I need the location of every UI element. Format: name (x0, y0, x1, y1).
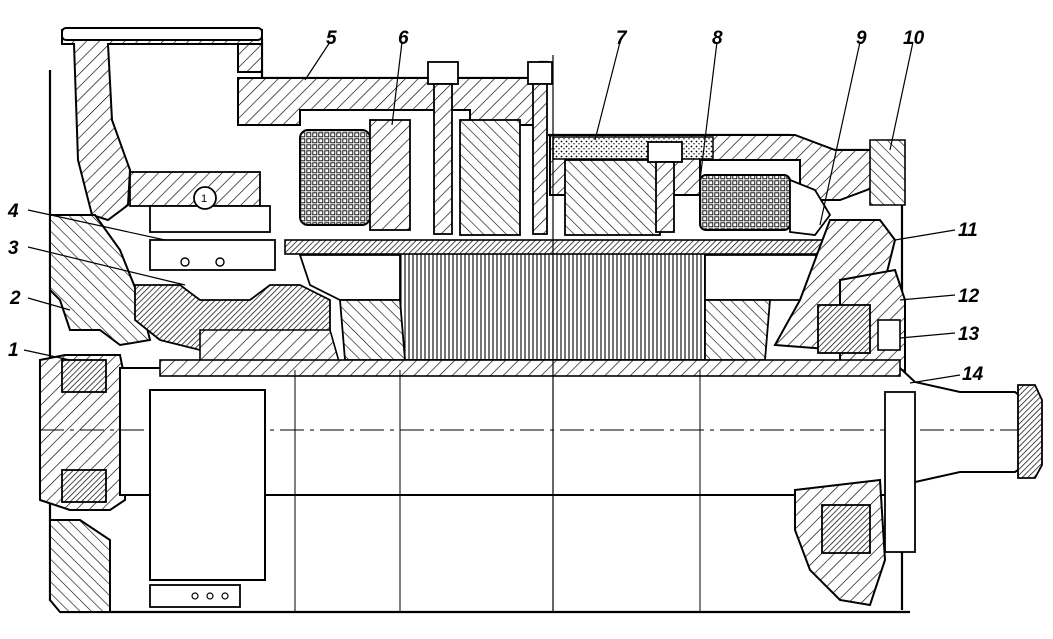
callout-7: 7 (616, 28, 628, 49)
base-hole-2 (206, 592, 214, 600)
callout-14: 14 (962, 364, 984, 385)
callout-9: 9 (856, 28, 867, 49)
right-bearing (817, 304, 871, 354)
bearing-labyrinth (877, 319, 901, 351)
base-hole-3 (221, 592, 229, 600)
lower-brush-holder-base (149, 584, 241, 608)
callout-3: 3 (8, 238, 19, 259)
left-bearing (61, 359, 107, 393)
callout-12: 12 (958, 286, 980, 307)
main-pole-coil (299, 129, 371, 226)
shaft-sleeve (159, 359, 901, 377)
aux-pole-core (564, 159, 661, 236)
callout-6: 6 (398, 28, 409, 49)
brush-holder-marking: 1 (201, 193, 207, 205)
core-ring-right (704, 299, 771, 361)
callout-5: 5 (326, 28, 337, 49)
left-bearing-lower (61, 469, 107, 503)
lower-right-bearing (821, 504, 871, 554)
pole-bolt-left (427, 61, 459, 235)
aux-pole-coil (699, 174, 791, 231)
lower-brush-holder (149, 389, 266, 581)
left-end-shield (49, 214, 152, 347)
terminal-box-lip (61, 27, 263, 41)
shaft-end-nut (1017, 384, 1043, 479)
base-hole-1 (191, 592, 199, 600)
aux-pole-bolt (647, 141, 683, 233)
pole-bolt-right (527, 61, 553, 235)
callout-1: 1 (8, 340, 19, 361)
armature-slot-wedge (284, 239, 846, 255)
callout-2: 2 (9, 288, 21, 309)
leader-lines (23, 41, 961, 384)
main-pole-core (369, 119, 411, 231)
shield-bolt-10 (869, 139, 906, 206)
core-ring-left (339, 299, 406, 361)
callout-4: 4 (7, 201, 19, 222)
frame-casting (237, 39, 541, 126)
left-lower-shield (49, 519, 111, 613)
coupling-flange (884, 391, 916, 553)
brush-holder (129, 171, 276, 271)
winding-overhang (789, 178, 832, 236)
callout-8: 8 (712, 28, 723, 49)
terminal-box (61, 29, 263, 222)
callout-13: 13 (958, 324, 980, 345)
callout-11: 11 (958, 220, 978, 241)
insulation-band (552, 136, 714, 160)
pole-core-centre (459, 119, 521, 236)
callout-10: 10 (903, 28, 925, 49)
